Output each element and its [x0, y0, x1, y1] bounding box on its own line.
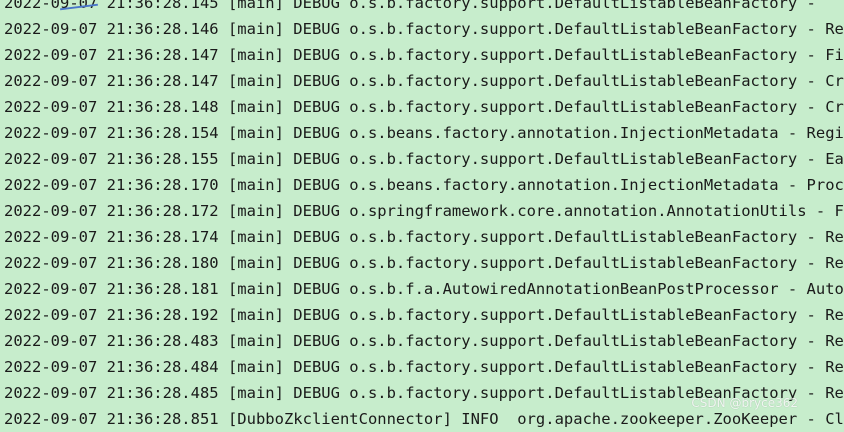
log-line: 2022-09-07 21:36:28.155 [main] DEBUG o.s…	[4, 150, 844, 168]
log-line: 2022-09-07 21:36:28.145 [main] DEBUG o.s…	[4, 0, 826, 12]
log-line: 2022-09-07 21:36:28.147 [main] DEBUG o.s…	[4, 72, 844, 90]
log-line: 2022-09-07 21:36:28.192 [main] DEBUG o.s…	[4, 306, 844, 324]
log-line: 2022-09-07 21:36:28.148 [main] DEBUG o.s…	[4, 98, 844, 116]
log-line: 2022-09-07 21:36:28.172 [main] DEBUG o.s…	[4, 202, 844, 220]
log-line: 2022-09-07 21:36:28.483 [main] DEBUG o.s…	[4, 332, 844, 350]
log-line: 2022-09-07 21:36:28.485 [main] DEBUG o.s…	[4, 384, 844, 402]
log-line: 2022-09-07 21:36:28.174 [main] DEBUG o.s…	[4, 228, 844, 246]
log-line: 2022-09-07 21:36:28.146 [main] DEBUG o.s…	[4, 20, 844, 38]
log-line: 2022-09-07 21:36:28.154 [main] DEBUG o.s…	[4, 124, 844, 142]
log-line: 2022-09-07 21:36:28.484 [main] DEBUG o.s…	[4, 358, 844, 376]
log-lines: 2022-09-07 21:36:28.145 [main] DEBUG o.s…	[4, 0, 844, 432]
log-line: 2022-09-07 21:36:28.147 [main] DEBUG o.s…	[4, 46, 844, 64]
log-line: 2022-09-07 21:36:28.170 [main] DEBUG o.s…	[4, 176, 844, 194]
log-line: 2022-09-07 21:36:28.851 [DubboZkclientCo…	[4, 410, 844, 428]
log-line: 2022-09-07 21:36:28.180 [main] DEBUG o.s…	[4, 254, 844, 272]
log-line: 2022-09-07 21:36:28.181 [main] DEBUG o.s…	[4, 280, 844, 298]
watermark: CSDN @bryce362	[691, 396, 798, 410]
